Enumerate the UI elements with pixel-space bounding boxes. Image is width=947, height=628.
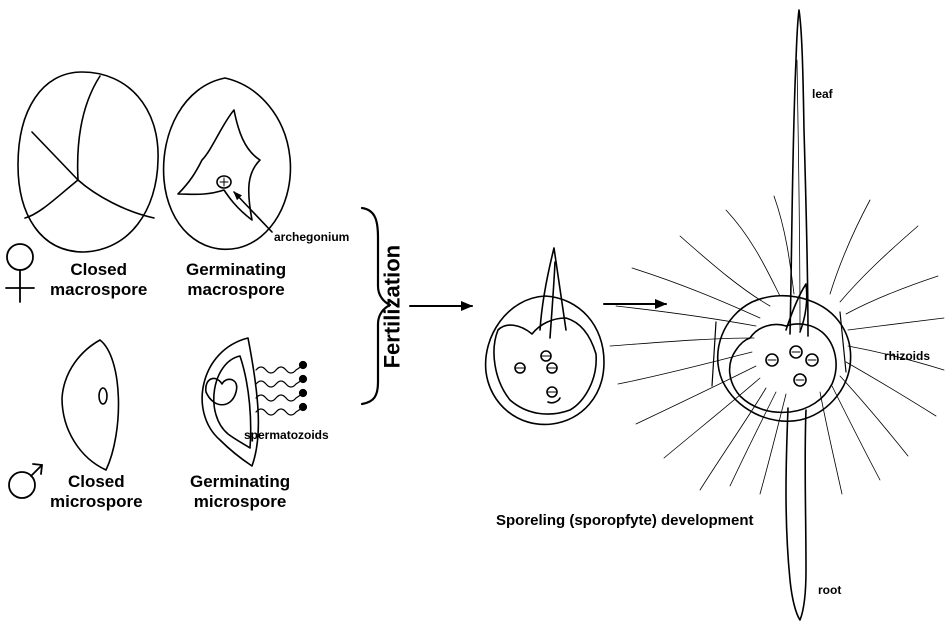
- closed-macrospore-drawing: [18, 72, 158, 252]
- root-label: root: [818, 584, 841, 598]
- germinating-macrospore-drawing: [164, 78, 291, 249]
- male-symbol: [9, 464, 42, 498]
- leaf-label: leaf: [812, 88, 833, 102]
- closed-microspore-label: Closed microspore: [50, 472, 143, 511]
- germinating-macrospore-label-line2: macrospore: [186, 280, 286, 300]
- closed-microspore-drawing: [62, 340, 118, 470]
- fertilized-macrospore-drawing: [486, 248, 604, 424]
- germinating-microspore-label-line2: microspore: [190, 492, 290, 512]
- germinating-microspore-label-line1: Germinating: [190, 472, 290, 492]
- germinating-macrospore-label: Germinating macrospore: [186, 260, 286, 299]
- spermatozoids-label: spermatozoids: [244, 429, 329, 443]
- germinating-macrospore-label-line1: Germinating: [186, 260, 286, 280]
- closed-macrospore-label: Closed macrospore: [50, 260, 147, 299]
- closed-macrospore-label-line2: macrospore: [50, 280, 147, 300]
- closed-macrospore-label-line1: Closed: [50, 260, 147, 280]
- rhizoids-label: rhizoids: [884, 350, 930, 364]
- closed-microspore-label-line1: Closed: [50, 472, 143, 492]
- germinating-microspore-drawing: [202, 338, 258, 466]
- archegonium-label: archegonium: [274, 231, 349, 245]
- root-shape: [786, 408, 806, 620]
- sporeling-development-label: Sporeling (sporopfyte) development: [496, 512, 754, 529]
- fertilization-label: Fertilization: [379, 237, 404, 377]
- female-symbol: [6, 244, 34, 302]
- spermatozoids-drawing: [256, 362, 307, 416]
- germinating-microspore-label: Germinating microspore: [190, 472, 290, 511]
- closed-microspore-label-line2: microspore: [50, 492, 143, 512]
- rhizoid-lines: [610, 196, 944, 494]
